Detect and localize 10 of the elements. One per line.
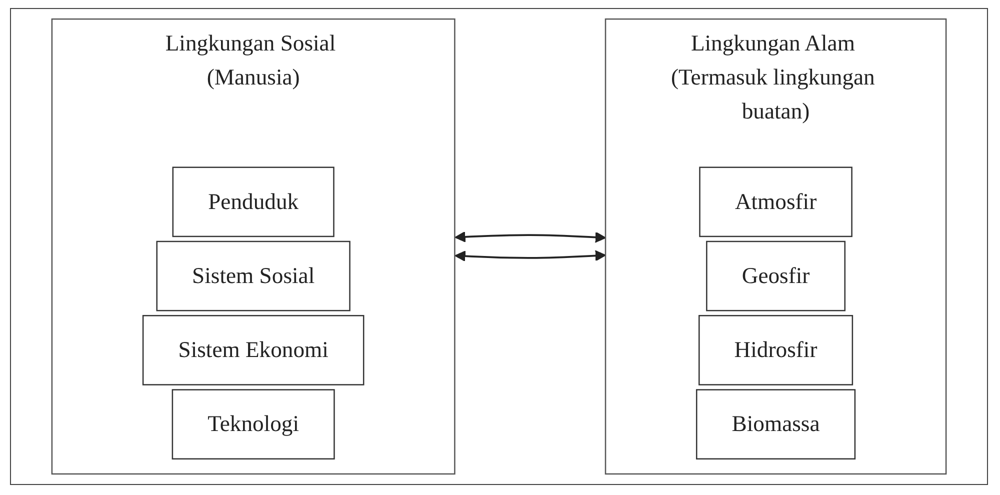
node-box: Atmosfir [699,166,852,238]
node-box: Sistem Ekonomi [142,314,364,386]
node-box: Sistem Sosial [156,240,350,312]
arrow [454,250,606,262]
node-box: Geosfir [706,240,846,312]
node-box: Hidrosfir [698,314,854,386]
node-box: Teknologi [172,389,335,460]
arrow [454,231,606,243]
node-box: Penduduk [172,166,334,238]
node-box: Biomassa [696,389,856,460]
